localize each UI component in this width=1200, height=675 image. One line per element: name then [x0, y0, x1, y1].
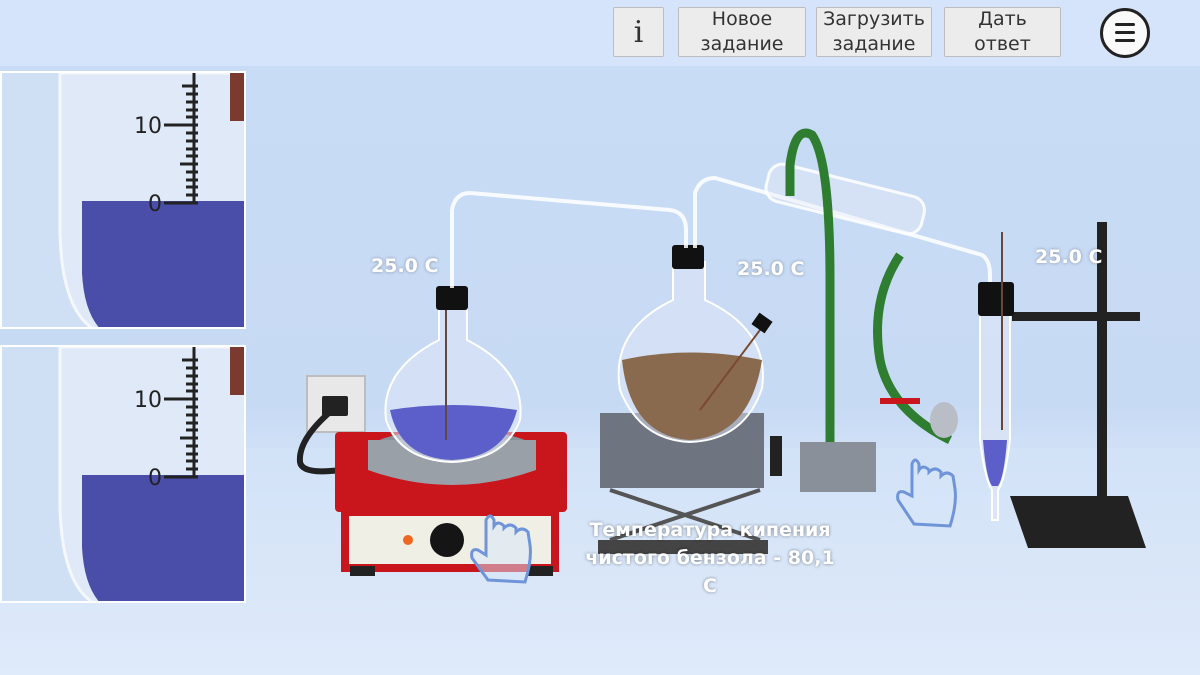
scale-label-zero: 0	[148, 466, 162, 491]
liquid-level	[82, 475, 244, 601]
load-task-button[interactable]: Загрузить задание	[816, 7, 932, 57]
zoom-panel-bottom: 10 0	[0, 345, 246, 603]
hamburger-icon-line	[1115, 39, 1135, 42]
give-answer-button[interactable]: Дать ответ	[944, 7, 1061, 57]
hamburger-icon	[1115, 23, 1135, 26]
clamp-red	[880, 398, 920, 404]
new-task-button[interactable]: Новое задание	[678, 7, 806, 57]
hint-line-2: чистого бензола - 80,1 С	[585, 547, 835, 597]
temperature-label-heated-flask: 25.0 C	[371, 255, 439, 277]
menu-button[interactable]	[1100, 8, 1150, 58]
info-button[interactable]: i	[613, 7, 664, 57]
zoom-panel-top: 10 0	[0, 71, 246, 329]
hamburger-icon-line	[1115, 31, 1135, 34]
hint-line-1: Температура кипения	[589, 519, 831, 541]
tap	[930, 402, 958, 438]
glass-tubes	[450, 162, 992, 288]
scale-label-high: 10	[134, 388, 162, 413]
temperature-label-distillation-flask: 25.0 C	[737, 258, 805, 280]
temperature-label-receiver: 25.0 C	[1035, 246, 1103, 268]
hint-caption: Температура кипения чистого бензола - 80…	[585, 516, 835, 600]
scale-label-high: 10	[134, 114, 162, 139]
liquid-level	[82, 201, 244, 327]
scale-label-zero: 0	[148, 192, 162, 217]
green-tubing	[785, 128, 953, 458]
heated-flask	[384, 286, 522, 464]
